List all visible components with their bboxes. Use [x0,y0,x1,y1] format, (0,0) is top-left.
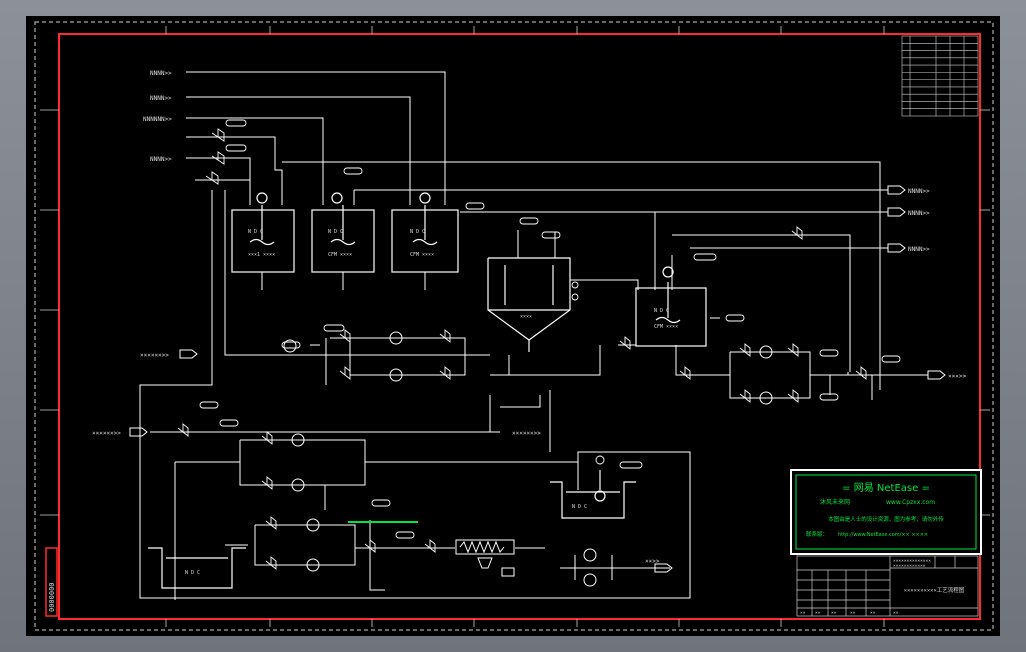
sump-tag: N D C [572,504,587,510]
watermark-box [790,469,982,555]
reaction-tank-2 [311,192,375,273]
process-lines [139,71,928,600]
drawing-name: ××××××××××工艺流程图 [904,586,965,594]
title-row-a: ×××××××××××××× [893,559,931,564]
border-label-box [45,547,58,617]
tank1-code: N D C [248,229,263,235]
reaction-tank-1 [231,192,295,273]
tank4-code: N D C [654,308,669,314]
title-cell-4: ×× [870,611,876,616]
stream-label-left1: ××××××>> [140,352,169,359]
stream-label-mid: ××××××>> [512,430,541,437]
filter-press [455,539,515,577]
stream-label-out: ×××>> [948,373,966,380]
tank3-code: N D C [410,229,425,235]
stream-label-bot: ××>> [645,558,660,565]
watermark-line3b: http://www.NetEase.com/×× ×××× [838,532,928,538]
border-label: 0000000 [48,582,56,612]
title-cell-3: ×× [850,611,856,616]
stream-label-in2: NNNN>> [150,95,172,102]
title-row-b: ×××××××××××× [893,564,926,569]
instrument-tags [199,119,901,539]
zone-ticks [40,26,990,627]
tank2-tag: CFM ×××× [328,252,352,258]
watermark-title: = 网易 NetEase = [842,482,930,494]
sump-tank [550,470,636,519]
stream-label-in3: NNNNNN>> [143,116,172,123]
reaction-tank-3 [391,192,459,273]
tank3-tag: CFM ×××× [410,252,434,258]
title-cell-0: ×× [800,611,806,616]
clarifier-tag: ×××× [520,314,532,320]
legend-table [901,35,979,117]
watermark-line3: 联系版： [806,530,828,538]
watermark-line1: 沐风未来网 [820,498,850,506]
stream-label-r3: NNNN>> [908,246,930,253]
stream-label-r2: NNNN>> [908,210,930,217]
stream-label-in4: NNNN>> [150,156,172,163]
stream-label-in1: NNNN>> [150,70,172,77]
tank2-code: N D C [328,229,343,235]
pit-tag: N D C [185,570,200,576]
watermark-line2: 本图由是人士的设计资源，图为参考，请勿外传 [828,515,944,523]
title-cell-5: ×× [893,611,899,616]
watermark-url: www.Cpzxx.com [886,499,935,506]
reaction-tank-4 [635,266,707,347]
red-drawing-frame [58,33,981,620]
valves [177,128,867,570]
clarifier [487,257,571,352]
title-block [796,555,979,617]
title-cell-1: ×× [815,611,821,616]
collection-pit [148,547,246,589]
tank1-tag: ×××1 ×××× [248,252,275,258]
outer-dashed-frame [34,21,994,631]
stream-label-left2: ××××××>> [92,430,121,437]
tank4-tag: CFM ×××× [654,324,678,330]
title-cell-2: ×× [831,611,837,616]
stream-label-r1: NNNN>> [908,188,930,195]
pumps [283,331,773,587]
flow-arrows [129,185,946,573]
